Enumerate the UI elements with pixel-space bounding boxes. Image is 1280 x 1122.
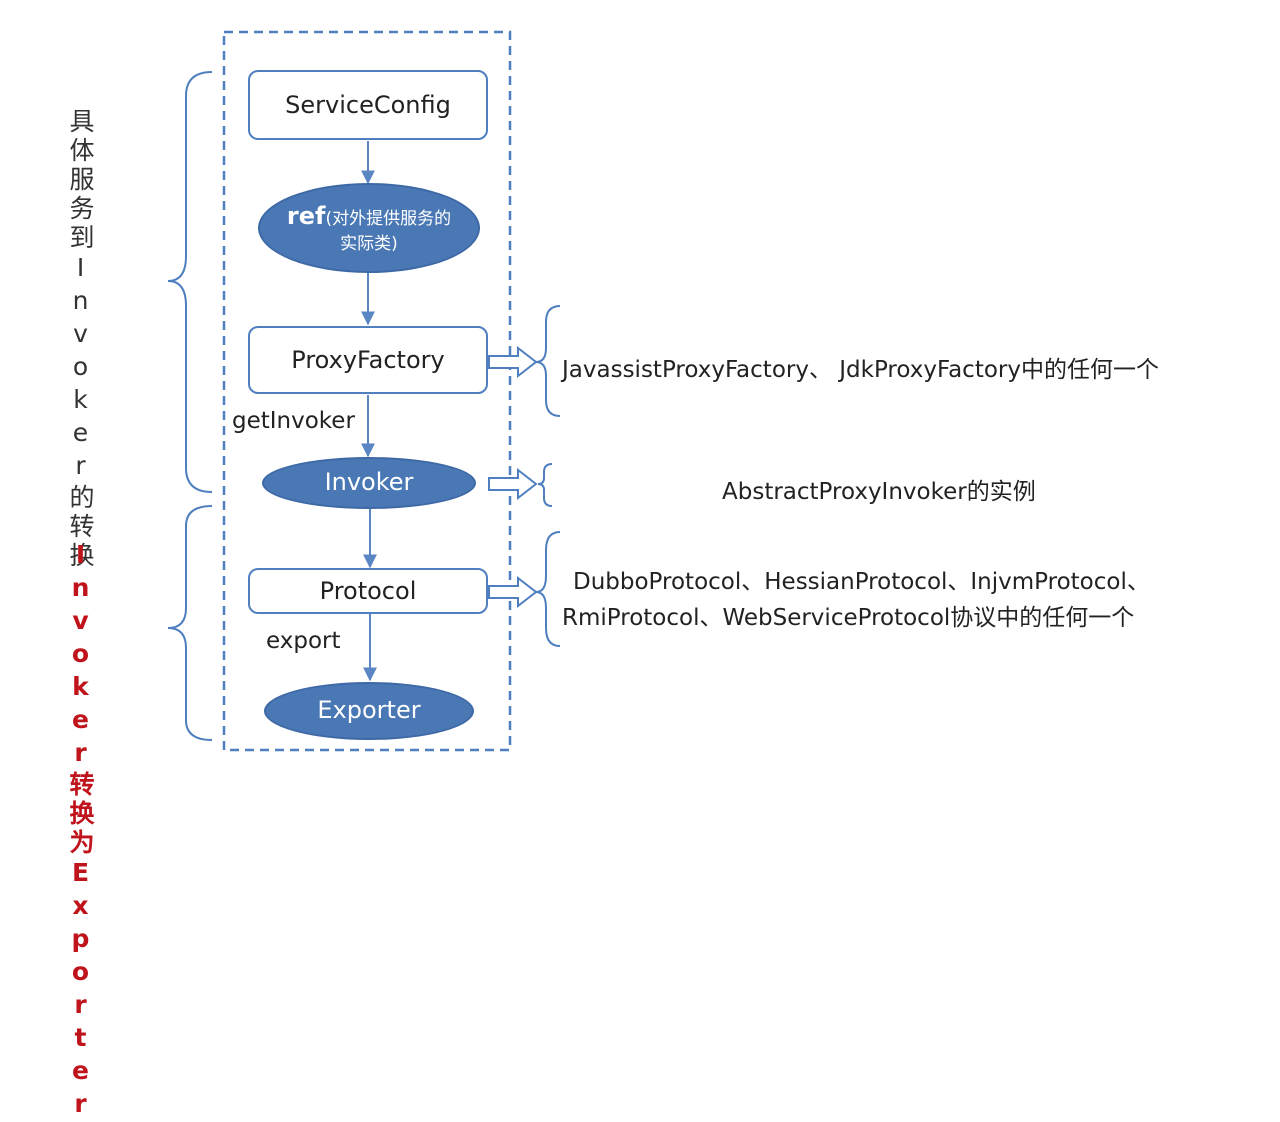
ref-node-text: ref(对外提供服务的实际类) (284, 201, 454, 254)
left-brace-bottom (167, 505, 213, 741)
ref-node: ref(对外提供服务的实际类) (258, 183, 480, 273)
ref-node-detail: (对外提供服务的实际类) (325, 209, 452, 254)
ref-node-lead: ref (286, 202, 326, 231)
invoker-node: Invoker (262, 457, 476, 509)
right-brace-proxyfactory (535, 305, 561, 417)
exporter-node: Exporter (264, 682, 474, 740)
right-brace-protocol (535, 531, 561, 647)
block-arrow-protocol (488, 575, 538, 609)
block-arrow-proxyfactory (488, 345, 538, 379)
proxy-factory-description: JavassistProxyFactory、 JdkProxyFactory中的… (562, 357, 1159, 383)
diagram-graphics (167, 30, 561, 752)
left-label-invoker-to-exporter: Invoker转换为Exporter (66, 540, 95, 1122)
protocol-node: Protocol (248, 568, 488, 614)
get-invoker-label: getInvoker (232, 408, 355, 434)
protocol-description-line2: RmiProtocol、WebServiceProtocol协议中的任何一个 (562, 605, 1135, 631)
service-config-node: ServiceConfig (248, 70, 488, 140)
left-label-service-to-invoker: 具体服务到Invoker的转换 (66, 108, 95, 571)
export-label: export (266, 628, 341, 654)
invoker-description: AbstractProxyInvoker的实例 (722, 479, 1036, 505)
right-brace-invoker (537, 463, 553, 507)
dashed-frame (222, 30, 512, 752)
protocol-description-line1: DubboProtocol、HessianProtocol、InjvmProto… (573, 569, 1150, 595)
proxy-factory-node: ProxyFactory (248, 326, 488, 394)
block-arrow-invoker (488, 467, 538, 501)
left-brace-top (167, 71, 213, 493)
